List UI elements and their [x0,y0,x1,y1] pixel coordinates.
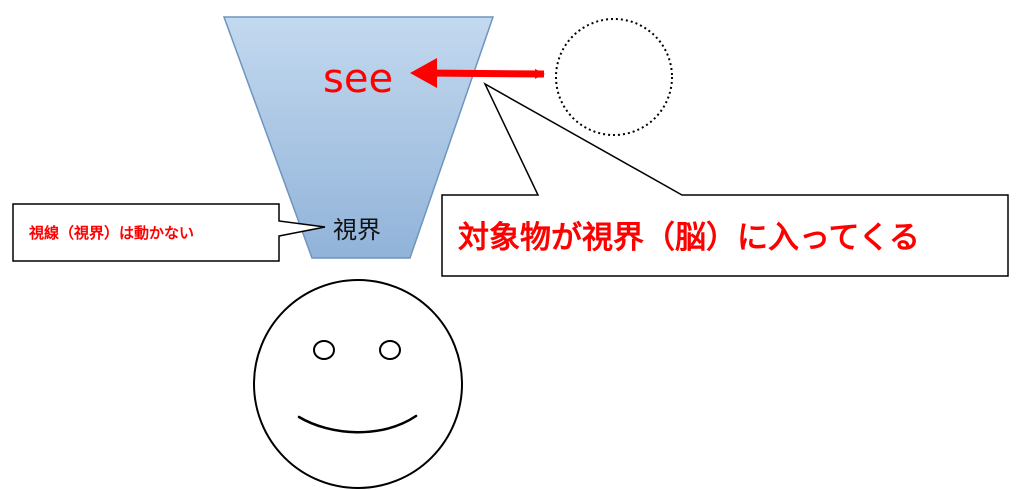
visual-field-label: 視界 [333,216,381,244]
left-callout-box [12,203,326,262]
object-dotted-circle-icon [555,18,673,136]
left-callout-text: 視線（視界）は動かない [28,224,194,242]
right-callout-text: 対象物が視界（脳）に入ってくる [458,220,920,256]
viewer-face-icon [253,279,463,489]
right-eye-icon [379,340,401,360]
arrow-head-icon [410,58,437,88]
smile-icon [297,414,418,434]
see-label: see [323,56,393,102]
right-callout-box [441,82,1009,277]
left-eye-icon [313,340,335,360]
object-arrow [424,68,545,79]
